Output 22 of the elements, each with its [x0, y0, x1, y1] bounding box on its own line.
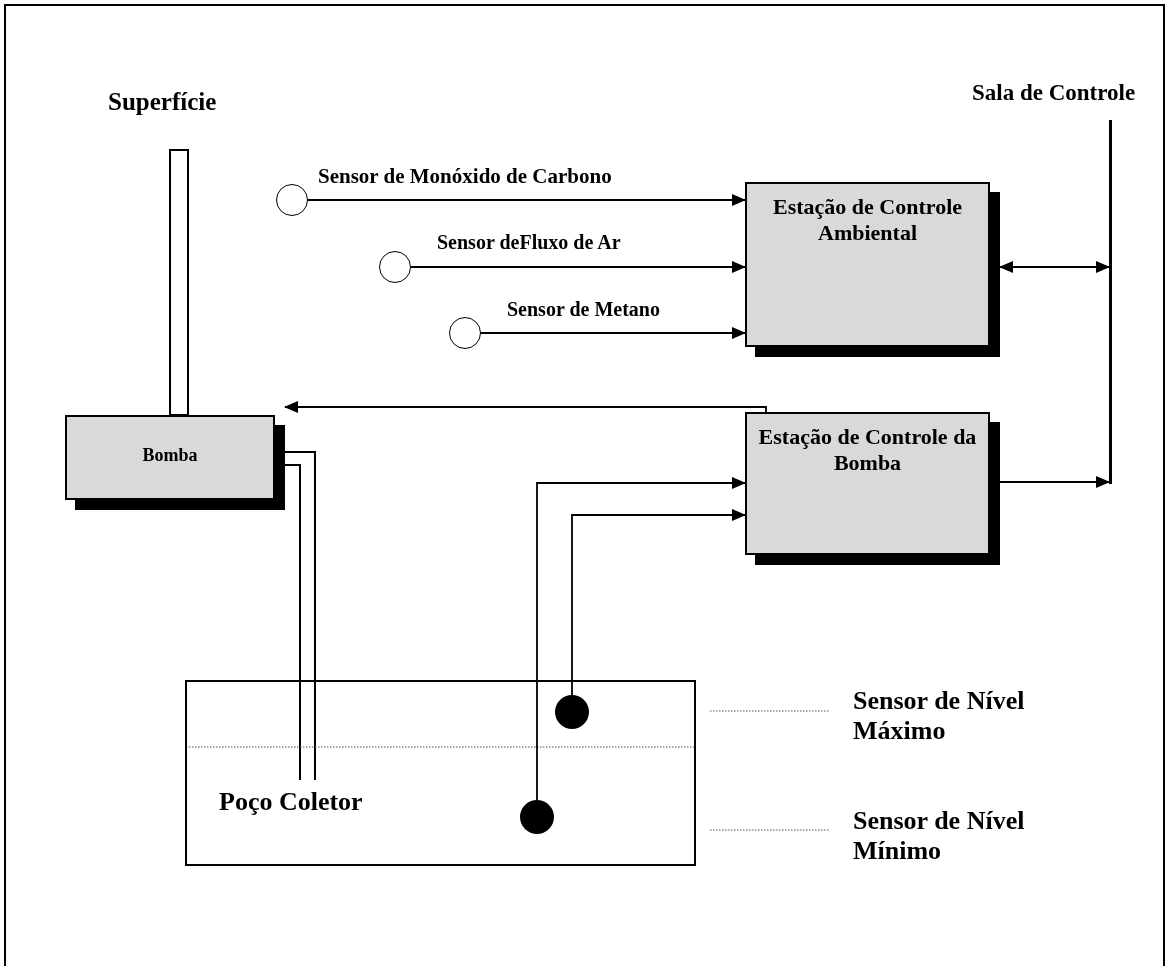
- arrow: [284, 401, 767, 413]
- edge-label: Sensor de Monóxido de Carbono: [318, 164, 612, 189]
- bus-line: [1109, 120, 1112, 484]
- arrow: [999, 476, 1110, 488]
- arrow: [999, 261, 1110, 273]
- sump-tank: Poço Coletor: [185, 680, 696, 866]
- arrow: [571, 509, 746, 696]
- level-sensor-dot: [520, 800, 554, 834]
- sensor-circle: [276, 184, 308, 216]
- edge-label: Sensor de Metano: [507, 298, 660, 321]
- sensor-label: Sensor de Nível Máximo: [853, 686, 1026, 746]
- arrow: [536, 477, 746, 801]
- arrow: [480, 327, 746, 339]
- level-sensor-dot: [555, 695, 589, 729]
- edge-label: Sensor deFluxo de Ar: [437, 231, 621, 254]
- arrow: [307, 194, 746, 206]
- arrow: [410, 261, 746, 273]
- sensor-circle: [449, 317, 481, 349]
- sensor-circle: [379, 251, 411, 283]
- control-room-label: Sala de Controle: [972, 80, 1136, 107]
- sensor-label: Sensor de Nível Mínimo: [853, 806, 1026, 866]
- surface-label: Superfície: [108, 88, 217, 117]
